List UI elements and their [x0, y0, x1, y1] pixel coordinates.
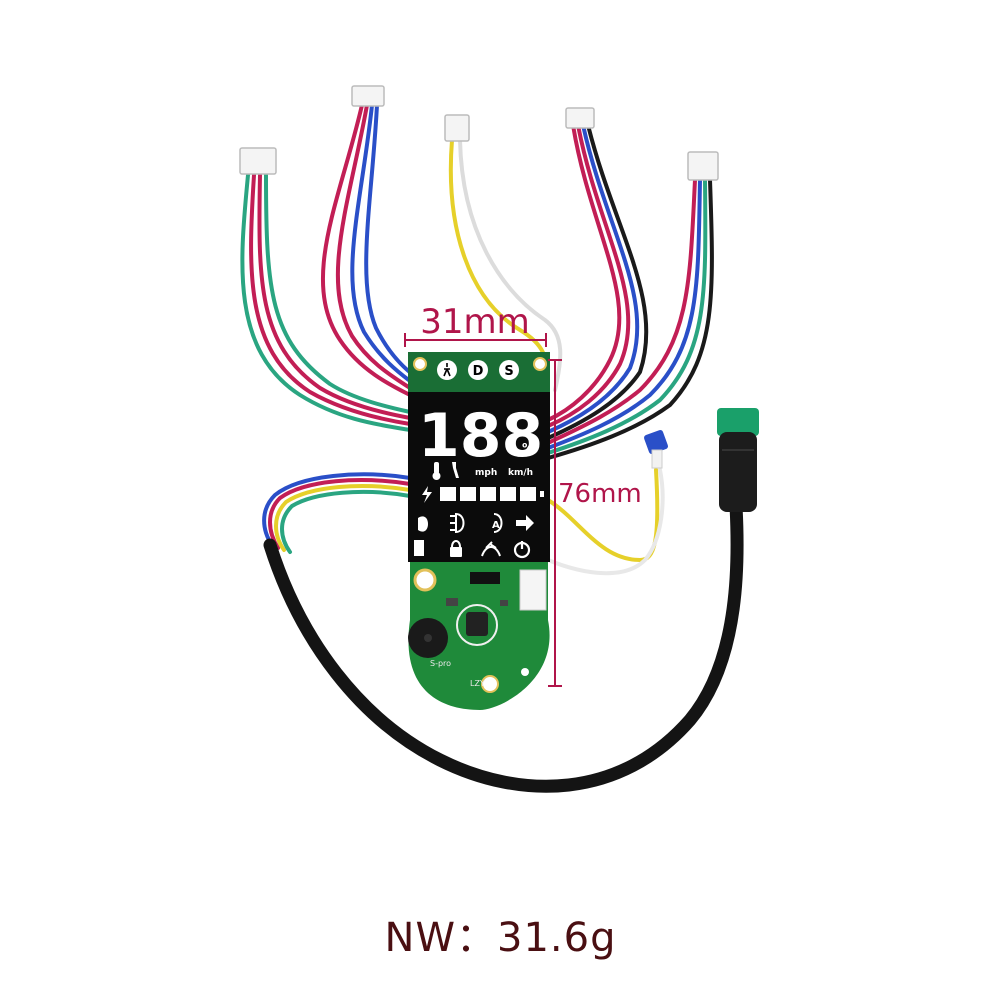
height-label: 76mm	[558, 479, 642, 509]
connector-center	[444, 114, 470, 142]
battery-bar	[422, 486, 544, 503]
lightning-icon	[422, 486, 432, 503]
mode-s-label: S	[504, 364, 513, 379]
headlight-icon	[450, 512, 465, 534]
wire-harness	[240, 103, 744, 793]
cruise-icon	[481, 541, 501, 557]
unit-mph: mph	[475, 468, 497, 478]
connector-blue	[644, 430, 668, 454]
battery-tip	[540, 491, 544, 497]
dimension-height: 76mm	[548, 359, 642, 687]
power-icon	[513, 541, 531, 559]
battery-segment	[520, 487, 536, 501]
wire-connectors	[239, 85, 759, 512]
lock-icon	[450, 540, 462, 557]
unit-kmh: km/h	[508, 468, 533, 478]
battery-segment	[440, 487, 456, 501]
thermometer-icon	[434, 462, 439, 474]
lcd-display: D S 188 % mph km/h A	[408, 352, 550, 562]
pcb-label-left: S-pro	[430, 659, 451, 668]
auto-light-icon: A	[492, 513, 503, 533]
mode-s-icon	[499, 360, 519, 380]
width-label: 31mm	[420, 302, 530, 342]
connector-main	[717, 408, 759, 436]
pcb-board: S-pro LZY	[408, 555, 550, 710]
percent-symbol: %	[522, 441, 534, 455]
connector-right-center	[565, 107, 595, 129]
battery-segment	[460, 487, 476, 501]
connector-left	[351, 85, 385, 107]
battery-segment	[500, 487, 516, 501]
headlight-left-icon	[418, 516, 428, 532]
arrow-right-icon	[516, 515, 534, 531]
pcb-label-center: LZY	[470, 679, 485, 688]
svg-text:A: A	[492, 520, 500, 531]
push-button	[466, 612, 488, 636]
connector-far-right	[687, 151, 719, 181]
connector-far-left	[239, 147, 277, 175]
net-weight-caption: NW：31.6g	[384, 915, 617, 961]
mode-d-label: D	[473, 364, 484, 379]
wrench-icon	[452, 462, 459, 478]
dimension-width: 31mm	[404, 302, 547, 347]
mode-d-icon	[468, 360, 488, 380]
battery-segment	[480, 487, 496, 501]
speed-digits: 188	[418, 401, 543, 471]
